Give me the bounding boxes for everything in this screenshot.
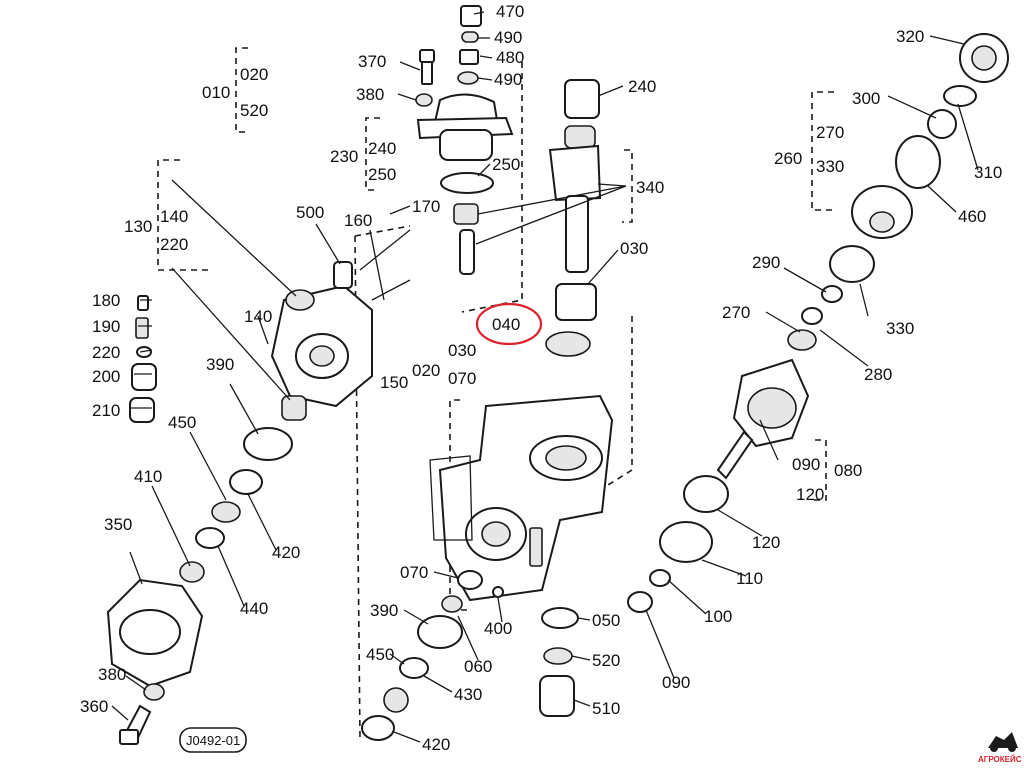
camshaft (627, 358, 810, 613)
label-150: 150 (380, 373, 408, 392)
label-020: 020 (412, 361, 440, 380)
top-valve-stack (416, 5, 514, 275)
label-120: 120 (752, 533, 780, 552)
label-210: 210 (92, 401, 120, 420)
left-housing (270, 229, 411, 408)
label-510: 510 (592, 699, 620, 718)
label-010: 010 (202, 83, 230, 102)
label-270: 270 (722, 303, 750, 322)
label-190: 190 (92, 317, 120, 336)
label-140: 140 (244, 307, 272, 326)
label-110: 110 (736, 569, 763, 588)
highlight-circle-040 (475, 302, 543, 346)
label-320: 320 (896, 27, 924, 46)
label-380: 380 (98, 665, 126, 684)
drawing-number: J0492-01 (179, 727, 247, 753)
label-130: 130 (124, 217, 152, 236)
label-290: 290 (752, 253, 780, 272)
label-280: 280 (864, 365, 892, 384)
label-500: 500 (296, 203, 324, 222)
label-450: 450 (366, 645, 394, 664)
label-250: 250 (492, 155, 520, 174)
label-090: 090 (662, 673, 690, 692)
label-460: 460 (958, 207, 986, 226)
bolt-370 (415, 49, 435, 107)
label-180: 180 (92, 291, 120, 310)
label-310: 310 (974, 163, 1002, 182)
label-340: 340 (636, 178, 664, 197)
label-160: 160 (344, 211, 372, 230)
label-420: 420 (422, 735, 450, 754)
label-170: 170 (412, 197, 440, 216)
shaft-assembly (545, 79, 602, 357)
label-050: 050 (592, 611, 620, 630)
label-520: 520 (240, 101, 268, 120)
label-070: 070 (400, 563, 428, 582)
label-400: 400 (484, 619, 512, 638)
part-labels: 470 490 480 490 240 320 370 380 010 020 … (80, 2, 1002, 754)
label-350: 350 (104, 515, 132, 534)
label-240: 240 (368, 139, 396, 158)
label-200: 200 (92, 367, 120, 386)
label-390: 390 (206, 355, 234, 374)
label-430: 430 (454, 685, 482, 704)
cover-plate (106, 578, 204, 745)
label-470: 470 (496, 2, 524, 21)
label-270: 270 (816, 123, 844, 142)
label-450: 450 (168, 413, 196, 432)
label-230: 230 (330, 147, 358, 166)
label-040: 040 (492, 315, 520, 334)
label-330: 330 (816, 157, 844, 176)
label-250: 250 (368, 165, 396, 184)
label-490: 490 (494, 28, 522, 47)
label-090: 090 (792, 455, 820, 474)
agrokeys-logo: АГРОКЕЙС (978, 732, 1022, 764)
label-060: 060 (464, 657, 492, 676)
left-seals (179, 395, 307, 583)
label-030: 030 (620, 239, 648, 258)
label-480: 480 (496, 48, 524, 67)
pump-body (429, 394, 614, 602)
label-390: 390 (370, 601, 398, 620)
label-100: 100 (704, 607, 732, 626)
label-220: 220 (92, 343, 120, 362)
label-330: 330 (886, 319, 914, 338)
label-140: 140 (160, 207, 188, 226)
leader-lines (111, 11, 979, 743)
label-080: 080 (834, 461, 862, 480)
label-440: 440 (240, 599, 268, 618)
label-490: 490 (494, 70, 522, 89)
label-300: 300 (852, 89, 880, 108)
label-020: 020 (240, 65, 268, 84)
label-240: 240 (628, 77, 656, 96)
drawing-number-text: J0492-01 (186, 733, 240, 748)
right-upper-stack (787, 33, 1009, 351)
label-380: 380 (356, 85, 384, 104)
label-030: 030 (448, 341, 476, 360)
label-220: 220 (160, 235, 188, 254)
label-070: 070 (448, 369, 476, 388)
spring-stack (129, 295, 157, 423)
label-520: 520 (592, 651, 620, 670)
body-seals (361, 570, 504, 741)
label-410: 410 (134, 467, 162, 486)
bottom-bushings (539, 607, 579, 717)
watermark-text: АГРОКЕЙС (978, 755, 1022, 764)
label-120: 120 (796, 485, 824, 504)
label-420: 420 (272, 543, 300, 562)
label-370: 370 (358, 52, 386, 71)
label-360: 360 (80, 697, 108, 716)
label-260: 260 (774, 149, 802, 168)
